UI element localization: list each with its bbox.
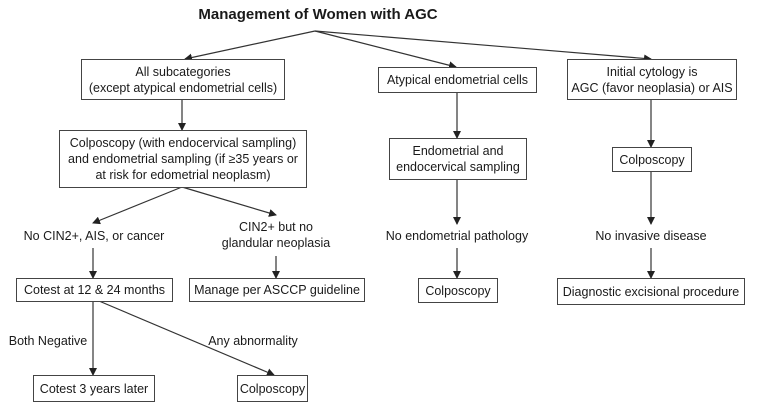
node-text: Colposcopy [425, 283, 491, 298]
node-text: Endometrial and [412, 144, 504, 158]
node-text: Cotest 3 years later [39, 381, 149, 396]
arrow-cotest-to-colposcopy-bottom [98, 300, 275, 376]
node-cotest-3-years: Cotest 3 years later [33, 375, 155, 402]
label-text: glandular neoplasia [221, 236, 331, 250]
label-cin2-no-glandular: CIN2+ but no glandular neoplasia [216, 219, 336, 251]
label-no-cin2: No CIN2+, AIS, or cancer [23, 229, 165, 243]
node-colposcopy-bottom: Colposcopy [237, 375, 308, 402]
node-text: Initial cytology is [606, 64, 698, 79]
node-text: Cotest at 12 & 24 months [23, 283, 166, 297]
node-manage-asccp: Manage per ASCCP guideline [189, 278, 365, 302]
node-text: All subcategories [135, 64, 231, 79]
node-text: endocervical sampling [396, 160, 520, 174]
node-colposcopy-right: Colposcopy [612, 147, 692, 172]
node-colposcopy-middle: Colposcopy [418, 278, 498, 303]
label-any-abnormality: Any abnormality [208, 334, 298, 348]
arrow-colposcopy-to-cin2 [181, 186, 277, 217]
node-initial-cytology: Initial cytology is AGC (favor neoplasia… [567, 59, 737, 100]
node-text: Colposcopy (with endocervical sampling) [69, 136, 297, 150]
arrow-title-to-atypical-endometrial [314, 30, 457, 70]
node-all-subcategories: All subcategories (except atypical endom… [81, 59, 285, 100]
node-cotest-12-24: Cotest at 12 & 24 months [16, 278, 173, 302]
node-text: at risk for edometrial neoplasm) [95, 168, 271, 182]
node-text: (except atypical endometrial cells) [88, 80, 278, 95]
node-colposcopy-sampling: Colposcopy (with endocervical sampling) … [59, 130, 307, 188]
label-no-invasive-disease: No invasive disease [595, 229, 707, 243]
node-text: Atypical endometrial cells [386, 73, 529, 87]
node-text: AGC (favor neoplasia) or AIS [571, 80, 733, 95]
label-no-endometrial-pathology: No endometrial pathology [385, 229, 529, 243]
node-diagnostic-excisional: Diagnostic excisional procedure [557, 278, 745, 305]
node-text: and endometrial sampling (if ≥35 years o… [68, 152, 298, 166]
node-atypical-endometrial: Atypical endometrial cells [378, 67, 537, 93]
arrow-title-to-all-subcategories [184, 30, 316, 62]
label-text: CIN2+ but no [238, 220, 313, 234]
diagram-title: Management of Women with AGC [198, 6, 438, 23]
arrow-colposcopy-to-no-cin2 [92, 186, 183, 225]
node-text: Manage per ASCCP guideline [194, 283, 360, 297]
node-text: Diagnostic excisional procedure [562, 284, 740, 299]
node-text: Colposcopy [239, 381, 306, 396]
node-endometrial-endocervical: Endometrial and endocervical sampling [389, 138, 527, 180]
arrow-title-to-initial-cytology [314, 30, 652, 63]
node-text: Colposcopy [619, 152, 685, 167]
label-both-negative: Both Negative [8, 334, 88, 348]
